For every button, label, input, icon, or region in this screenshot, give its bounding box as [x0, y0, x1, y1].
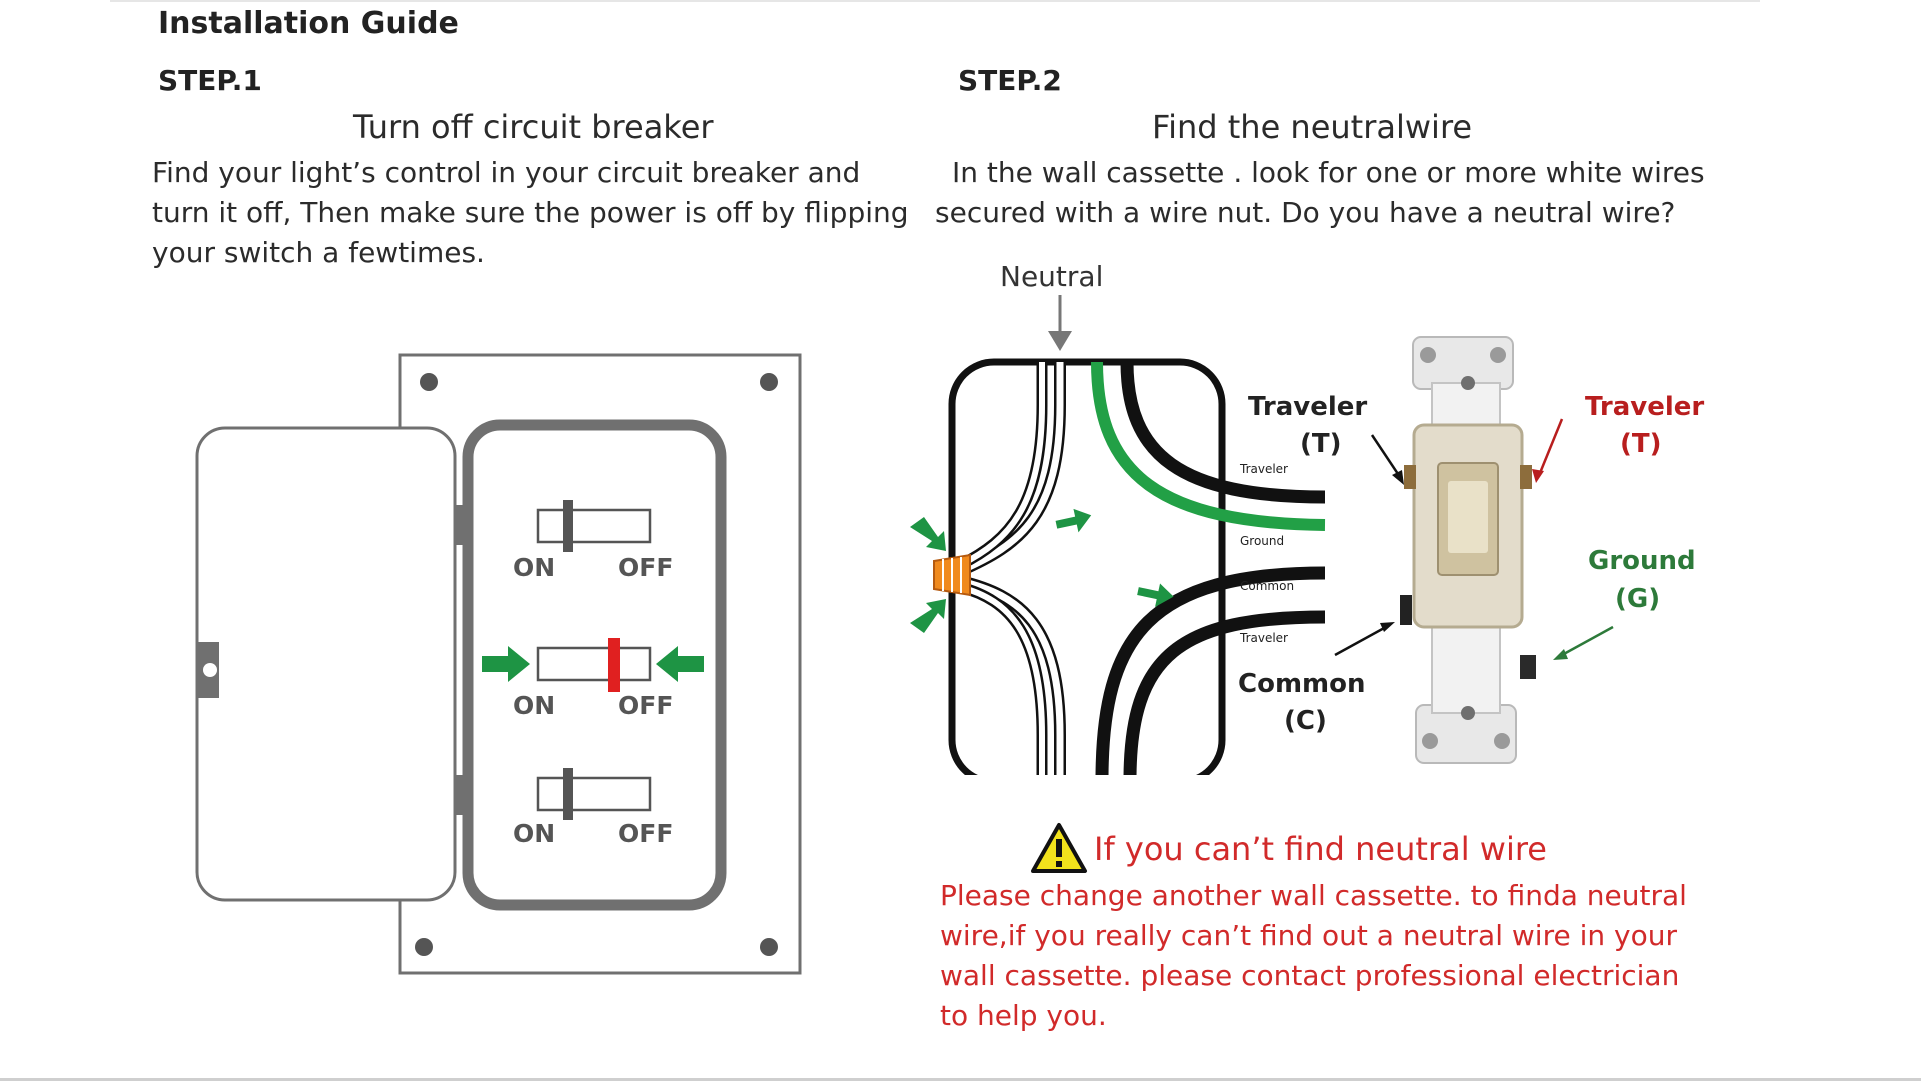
wiring-illustration: Neutral Traveler Ground Common Traveler [910, 260, 1704, 775]
callout-arrow-icon [1532, 469, 1544, 483]
breaker-handle-2-off [608, 638, 620, 692]
wire-label: Traveler [1239, 631, 1288, 645]
breaker-switch-3 [536, 776, 652, 812]
step2-label: STEP.2 [958, 64, 1062, 97]
traveler-callout-right: Traveler [1585, 392, 1704, 422]
traveler-code-left: (T) [1300, 429, 1342, 459]
breaker-door [195, 426, 457, 902]
step1-line: turn it off, Then make sure the power is… [152, 196, 909, 229]
ground-code: (G) [1615, 584, 1660, 614]
step2-text-line1: In the wall cassette . look for one or m… [952, 156, 1705, 189]
neutral-wire [959, 577, 1064, 775]
traveler-callout-left: Traveler [1248, 392, 1367, 422]
step2-subtitle: Find the neutralwire [1152, 108, 1473, 146]
step1-line: Find your light’s control in your circui… [152, 156, 861, 189]
green-arrow-icon [910, 599, 946, 633]
neutral-label: Neutral [1000, 260, 1103, 293]
step1-text: Find your light’s control in your circui… [152, 153, 909, 273]
off-label: OFF [618, 819, 673, 848]
callout-pointer [1334, 625, 1387, 657]
wire-label: Traveler [1239, 462, 1288, 476]
light-switch-device [1400, 336, 1536, 764]
breaker-handle-1 [563, 500, 573, 552]
warning-line: wall cassette. please contact profession… [940, 959, 1680, 992]
latch-hole [203, 663, 217, 677]
callout-arrow-icon [1380, 622, 1395, 632]
callout-arrow-icon [1553, 649, 1568, 660]
top-rule [110, 0, 1760, 2]
warning-text: Please change another wall cassette. to … [940, 876, 1687, 1036]
step1-subtitle: Turn off circuit breaker [353, 108, 714, 146]
on-label: ON [513, 691, 555, 720]
page-title: Installation Guide [158, 6, 459, 41]
warning-line: wire,if you really can’t find out a neut… [940, 919, 1677, 952]
hinge-icon [456, 505, 466, 545]
callout-pointer [1538, 418, 1564, 474]
warning-title: If you can’t find neutral wire [1094, 830, 1547, 868]
green-arrow-icon [910, 517, 946, 551]
off-label: OFF [618, 553, 673, 582]
traveler-wire [1120, 361, 1326, 504]
callout-arrow-icon [1392, 470, 1404, 485]
common-wire [1095, 566, 1326, 775]
screw-icon [760, 938, 778, 956]
off-label: OFF [618, 691, 673, 720]
ground-callout: Ground [1588, 546, 1696, 576]
hinge-icon [456, 775, 466, 815]
screw-icon [415, 938, 433, 956]
screw-icon [420, 373, 438, 391]
breaker-panel-illustration: ON OFF ON OFF ON OFF [195, 353, 802, 975]
ground-wire [1091, 361, 1326, 531]
green-arrow-right-icon [482, 646, 530, 682]
common-code: (C) [1284, 706, 1327, 736]
green-arrow-icon [1055, 508, 1092, 533]
step1-label: STEP.1 [158, 64, 262, 97]
callout-pointer [1561, 625, 1614, 657]
breaker-handle-3 [563, 768, 573, 820]
wire-label: Ground [1240, 534, 1284, 548]
warning-line: to help you. [940, 999, 1107, 1032]
wall-box [948, 358, 1226, 775]
traveler-code-right: (T) [1620, 429, 1662, 459]
on-label: ON [513, 819, 555, 848]
traveler-wire [1123, 610, 1326, 775]
neutral-wire [959, 584, 1045, 775]
green-arrow-icon [1137, 583, 1174, 607]
neutral-wire [958, 362, 1045, 568]
wire-label: Common [1240, 579, 1294, 593]
warning-line: Please change another wall cassette. to … [940, 879, 1687, 912]
callout-pointer [1370, 434, 1402, 478]
screw-icon [760, 373, 778, 391]
step2-text-line2: secured with a wire nut. Do you have a n… [935, 196, 1676, 229]
warning-icon [1031, 823, 1087, 873]
common-callout: Common [1238, 669, 1366, 699]
neutral-wire [958, 362, 1064, 575]
step1-line: your switch a fewtimes. [152, 236, 485, 269]
bottom-rule [0, 1078, 1921, 1081]
breaker-switch-1 [536, 508, 652, 544]
breaker-switch-2 [536, 646, 652, 682]
neutral-arrow-icon [1048, 331, 1072, 351]
green-arrow-left-icon [656, 646, 704, 682]
on-label: ON [513, 553, 555, 582]
